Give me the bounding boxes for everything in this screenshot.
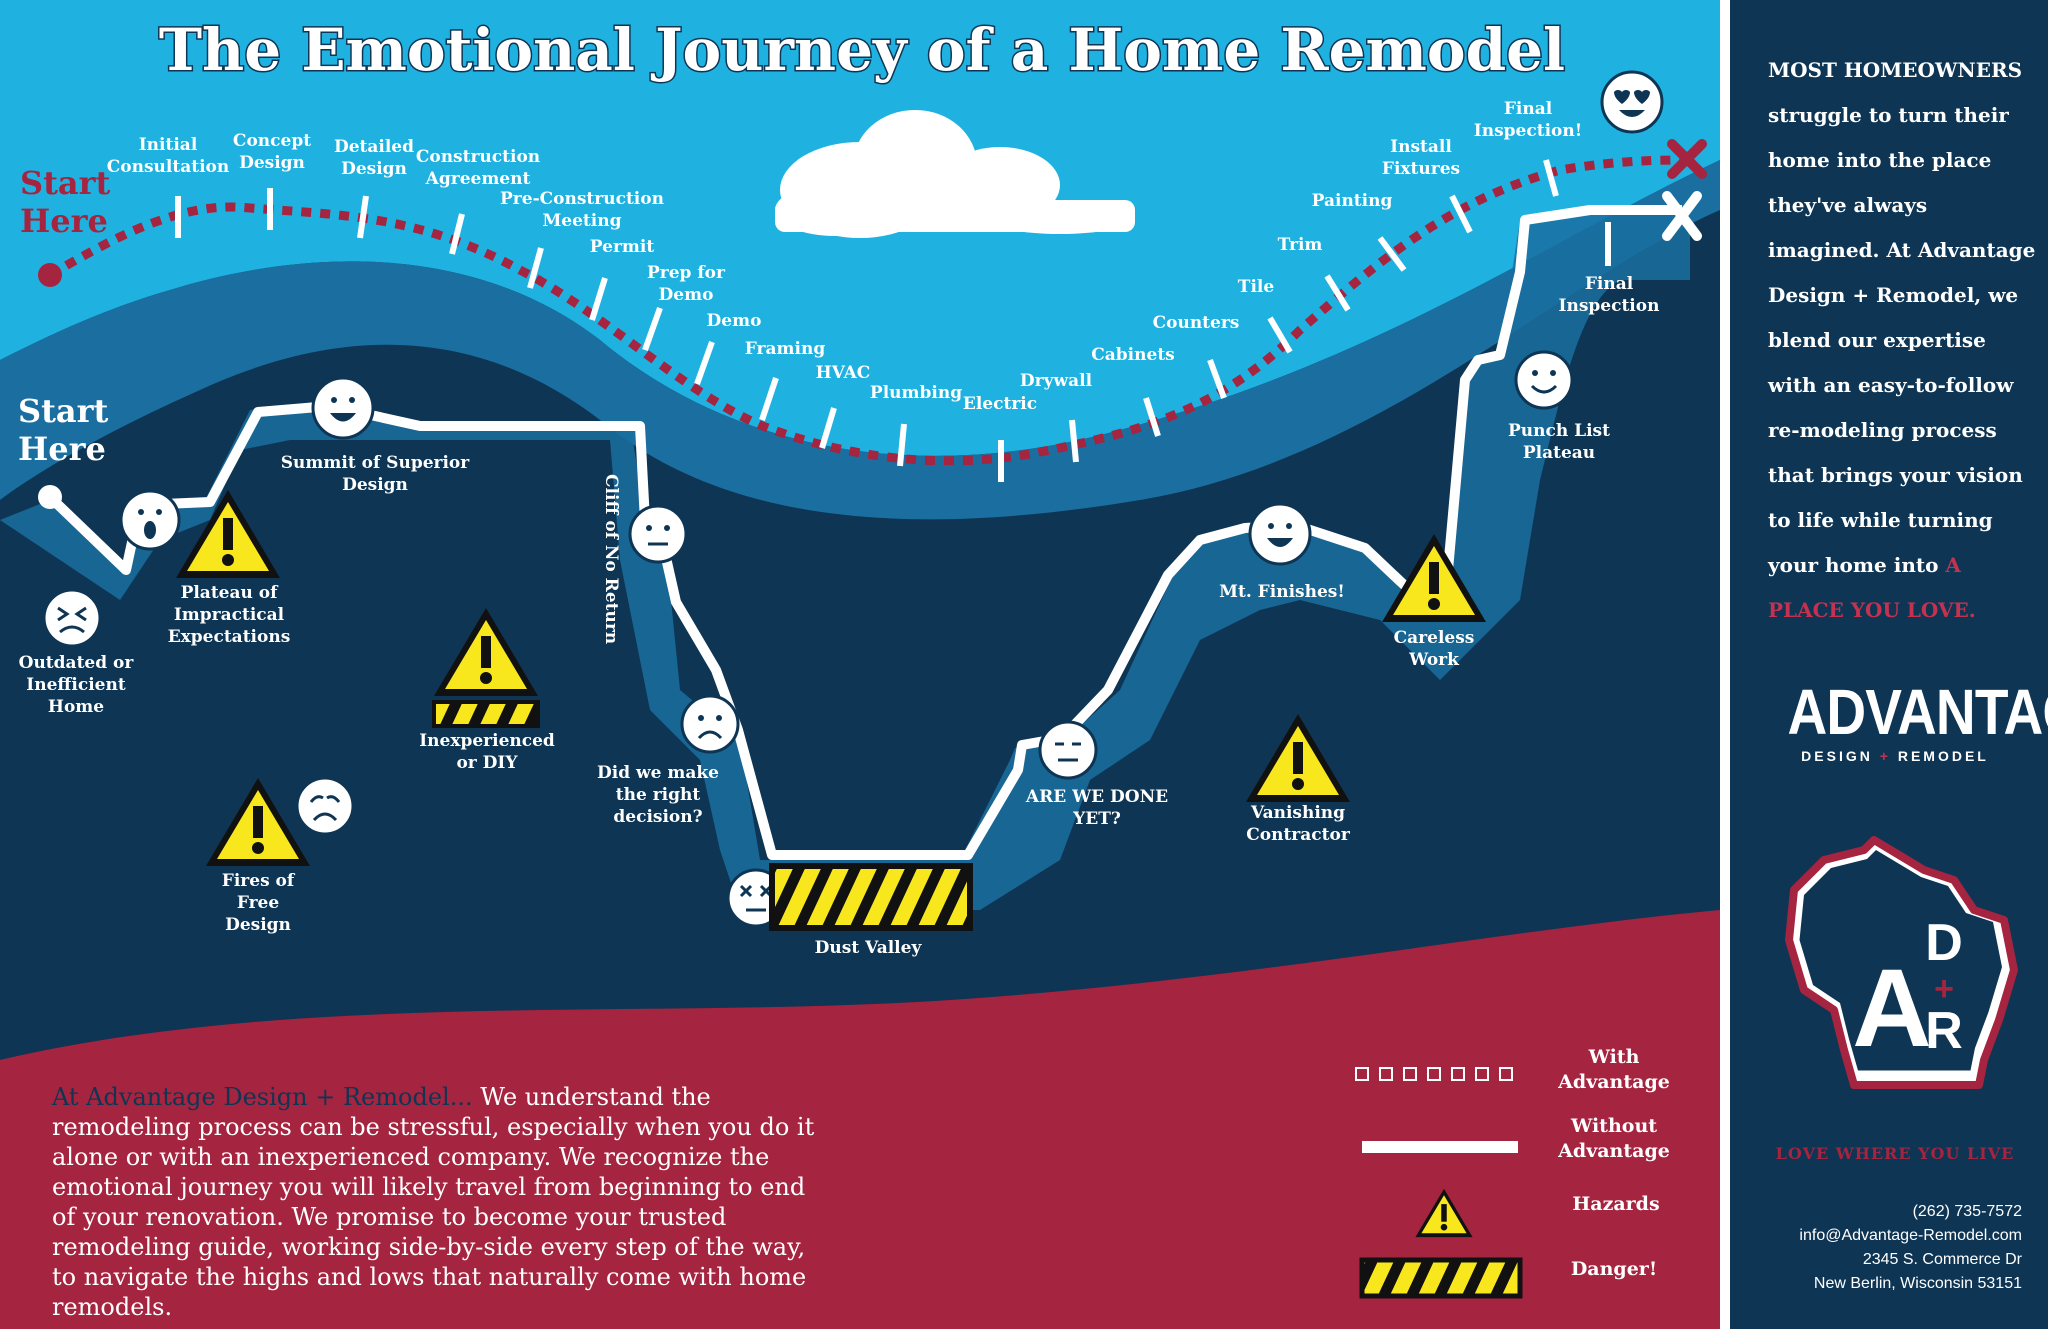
- face-neutral-icon: [628, 504, 688, 564]
- danger-bar-small: [432, 700, 540, 728]
- journey-map: The Emotional Journey of a Home Remodel …: [0, 0, 1720, 1329]
- with-advantage-path: [47, 155, 1691, 466]
- with-step-label: Trim: [1278, 235, 1323, 255]
- email-link[interactable]: info@Advantage-Remodel.com: [1799, 1227, 2022, 1244]
- label-cliff: Cliff of No Return: [601, 474, 621, 644]
- sidebar-highlight: A PLACE YOU LOVE.: [1768, 553, 1976, 622]
- with-step-label: Drywall: [1020, 371, 1093, 391]
- sidebar-lead: MOST HOMEOWNERS: [1768, 58, 2023, 82]
- page-title: The Emotional Journey of a Home Remodel: [159, 16, 1565, 84]
- contact-info: (262) 735-7572 info@Advantage-Remodel.co…: [1799, 1200, 2022, 1296]
- with-step-label: Cabinets: [1091, 345, 1175, 365]
- brand-wordmark: ADVANTAGE: [1787, 676, 2048, 748]
- intro-paragraph: At Advantage Design + Remodel... We unde…: [52, 1082, 832, 1322]
- legend-label-danger: Danger!: [1571, 1258, 1657, 1280]
- with-step-label: Electric: [963, 394, 1037, 414]
- wisconsin-monogram-icon: A D + R: [1785, 836, 2018, 1089]
- legend-danger-swatch: [1359, 1257, 1523, 1299]
- intro-lead: At Advantage Design + Remodel...: [52, 1083, 473, 1111]
- face-meh-icon: [1038, 720, 1098, 780]
- with-step-label: HVAC: [816, 363, 871, 383]
- address-line-2: New Berlin, Wisconsin 53151: [1813, 1275, 2022, 1292]
- with-end-x: [1667, 139, 1707, 179]
- monogram-plus: +: [1934, 970, 1954, 1008]
- monogram-a: A: [1852, 947, 1931, 1070]
- with-step-label: Counters: [1153, 313, 1240, 333]
- with-step-label: Demo: [707, 311, 762, 331]
- face-smile-icon: [1514, 350, 1574, 410]
- legend-with-swatch: [1355, 1067, 1513, 1081]
- without-end-x: [1662, 191, 1702, 241]
- tagline: LOVE WHERE YOU LIVE: [1775, 1144, 2015, 1163]
- intro-body: We understand the remodeling process can…: [52, 1083, 815, 1321]
- with-step-label: Framing: [745, 339, 826, 359]
- face-worried-icon: [295, 776, 355, 836]
- sidebar-body: struggle to turn their home into the pla…: [1768, 103, 2036, 577]
- with-step-label: Plumbing: [870, 383, 962, 403]
- with-step-label: Permit: [590, 237, 655, 257]
- start-here-top-1: Start: [20, 164, 110, 202]
- label-mt-finishes: Mt. Finishes!: [1219, 582, 1345, 602]
- face-angry-icon: [42, 588, 102, 648]
- face-sad-icon: [680, 694, 740, 754]
- with-step-label: Tile: [1238, 277, 1275, 297]
- legend-without-swatch: [1362, 1141, 1518, 1153]
- legend-label-hazards: Hazards: [1572, 1193, 1659, 1215]
- address-line-1: 2345 S. Commerce Dr: [1862, 1251, 2022, 1268]
- with-step-label: Painting: [1312, 191, 1393, 211]
- face-grin-icon: [1248, 502, 1312, 566]
- phone[interactable]: (262) 735-7572: [1912, 1203, 2022, 1220]
- start-here-bottom-1: Start: [18, 392, 108, 430]
- sidebar-pitch: MOST HOMEOWNERS struggle to turn their h…: [1768, 48, 2038, 633]
- legend: [1355, 1067, 1523, 1299]
- face-love-icon: [1600, 70, 1664, 134]
- sidebar: MOST HOMEOWNERS struggle to turn their h…: [1720, 0, 2048, 1329]
- danger-bar-dust-valley: [769, 863, 973, 931]
- start-here-top-2: Here: [20, 202, 108, 240]
- cloud: [775, 110, 1135, 238]
- brand-subtitle: DESIGN + REMODEL: [1801, 748, 1989, 764]
- label-dust-valley: Dust Valley: [815, 938, 923, 958]
- face-surprised-icon: [119, 489, 181, 551]
- face-happy-icon: [311, 376, 375, 440]
- monogram-r: R: [1925, 1002, 1963, 1060]
- brand-logo: ADVANTAGE DESIGN + REMODEL: [1770, 676, 2048, 764]
- start-here-bottom-2: Here: [18, 430, 106, 468]
- monogram-d: D: [1925, 914, 1963, 972]
